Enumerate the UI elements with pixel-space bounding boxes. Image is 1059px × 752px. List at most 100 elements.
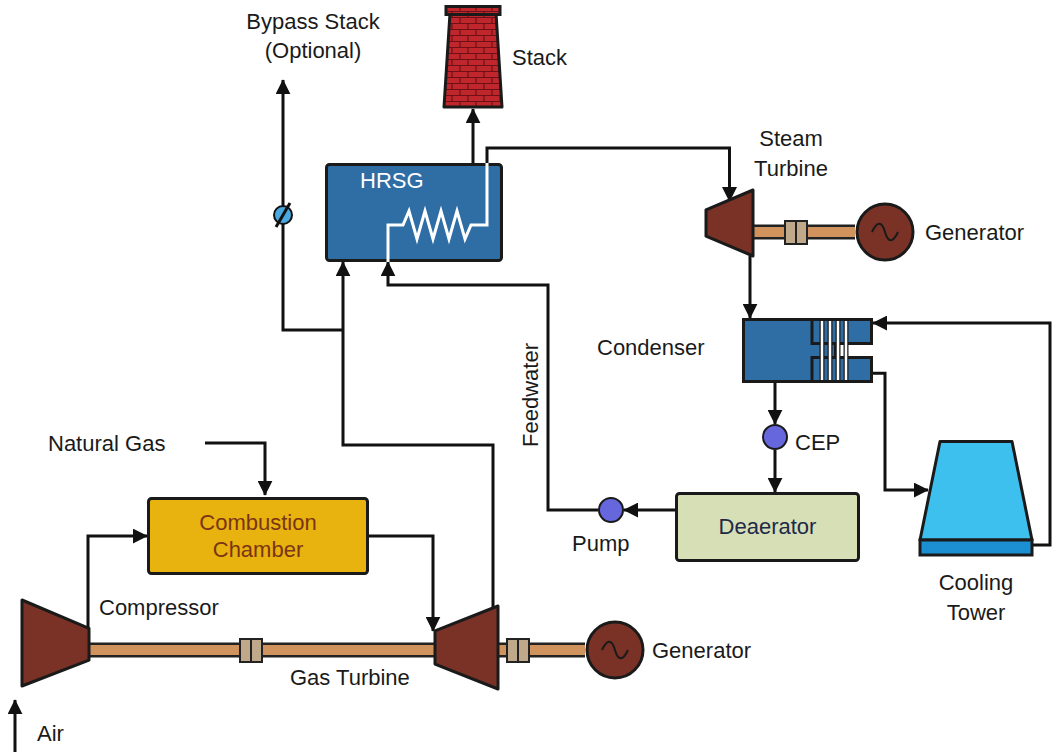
flow-arrow <box>473 109 474 163</box>
fuel-line <box>205 443 265 495</box>
part-label: Steam Turbine <box>732 124 850 184</box>
shape-outline <box>585 620 645 680</box>
turbine-outline <box>706 190 753 256</box>
flow-arrow <box>388 262 598 510</box>
input-label: Natural Gas <box>48 430 165 459</box>
damper-blade <box>276 203 290 227</box>
part-label: Generator <box>925 219 1024 247</box>
tube-line <box>820 321 825 380</box>
coupling-body <box>785 221 807 244</box>
generator-symbol: Generator <box>855 202 915 262</box>
input-label: Air <box>37 720 64 749</box>
flow-arrow <box>369 536 433 631</box>
flow-line <box>388 262 598 510</box>
box-outline <box>677 494 859 561</box>
turbine-symbol: Steam Turbine <box>706 190 753 256</box>
shaft-coupling <box>240 639 262 662</box>
flow-line <box>472 109 475 163</box>
shape-outline <box>855 202 915 262</box>
flow-line <box>774 383 777 424</box>
stack-outline <box>444 13 502 107</box>
condenser-box: Condenser <box>742 318 873 383</box>
process-box: Deaerator <box>675 492 860 562</box>
part-label: Cooling Tower <box>920 568 1032 628</box>
shape-outline <box>598 497 624 523</box>
tube-line <box>844 321 849 380</box>
shaft-coupling <box>785 221 807 244</box>
flow-arrow <box>624 510 675 511</box>
part-label: Stack <box>512 44 567 72</box>
process-box: Combustion Chamber <box>147 497 369 575</box>
flow-line <box>873 373 928 490</box>
stack-lip <box>446 7 500 15</box>
part-label: Compressor <box>99 594 219 622</box>
generator-outline <box>857 204 913 260</box>
turbine-outline <box>435 606 498 689</box>
shape-outline <box>22 600 89 686</box>
shape-outline <box>742 318 873 383</box>
coupling-split <box>517 639 519 662</box>
flow-arrow <box>873 323 1050 545</box>
box-label: Combustion Chamber <box>178 509 338 564</box>
condenser-shell <box>744 320 836 382</box>
shape-outline <box>762 424 788 450</box>
flow-line <box>624 509 675 512</box>
cooling-tower: Cooling Tower <box>918 440 1034 557</box>
part-label: CEP <box>795 429 840 457</box>
shape-outline <box>440 5 506 109</box>
tower-basin <box>920 540 1032 555</box>
tube-line <box>828 321 833 380</box>
part-label: Condenser <box>597 334 705 362</box>
part-label: Generator <box>652 637 751 665</box>
tube-line <box>837 321 840 380</box>
flow-arrow <box>750 256 751 318</box>
part-label: Pump <box>572 530 629 558</box>
coupling-body <box>240 639 262 662</box>
pump-outline <box>599 498 623 522</box>
hrsg-box: HRSG <box>325 163 503 262</box>
flow-line <box>369 536 433 631</box>
tube-line <box>821 321 824 380</box>
flow-line <box>774 450 777 492</box>
shaft-coupling <box>507 639 529 662</box>
box-label: HRSG <box>360 167 424 195</box>
flow-label: Feedwater <box>519 341 543 449</box>
pump-outline <box>763 425 787 449</box>
turbine-symbol: Gas Turbine <box>435 606 498 689</box>
air-line <box>14 700 17 752</box>
sine-symbol <box>872 224 898 241</box>
generator-symbol: Generator <box>585 620 645 680</box>
part-label: Gas Turbine <box>290 664 410 692</box>
shape-outline <box>918 440 1034 557</box>
compressor-outline <box>22 600 89 686</box>
outlet-label: Bypass Stack (Optional) <box>228 8 398 65</box>
flow-line <box>873 323 1050 545</box>
sine-symbol <box>602 642 628 659</box>
pump-symbol: CEP <box>762 424 788 450</box>
box-outline <box>327 165 502 261</box>
flow-line <box>749 256 752 318</box>
stack-chimney: Stack <box>440 5 506 109</box>
tower-outline <box>920 442 1032 541</box>
coupling-body <box>507 639 529 662</box>
flow-arrow <box>873 373 928 490</box>
shape-outline <box>706 190 753 256</box>
flow-arrow <box>775 383 776 424</box>
box-label: Deaerator <box>719 513 817 541</box>
coupling-split <box>795 221 797 244</box>
shape-outline <box>435 606 498 689</box>
tube-line <box>836 321 841 380</box>
shape-outline <box>147 497 369 575</box>
tube-line <box>829 321 832 380</box>
box-outline <box>149 499 368 574</box>
tube-line <box>845 321 848 380</box>
generator-outline <box>587 622 643 678</box>
coupling-split <box>250 639 252 662</box>
compressor-symbol: Compressor <box>22 600 89 686</box>
flow-arrow <box>487 148 730 201</box>
flow-line <box>487 148 730 201</box>
flow-arrow <box>775 450 776 492</box>
pump-symbol: Pump <box>598 497 624 523</box>
